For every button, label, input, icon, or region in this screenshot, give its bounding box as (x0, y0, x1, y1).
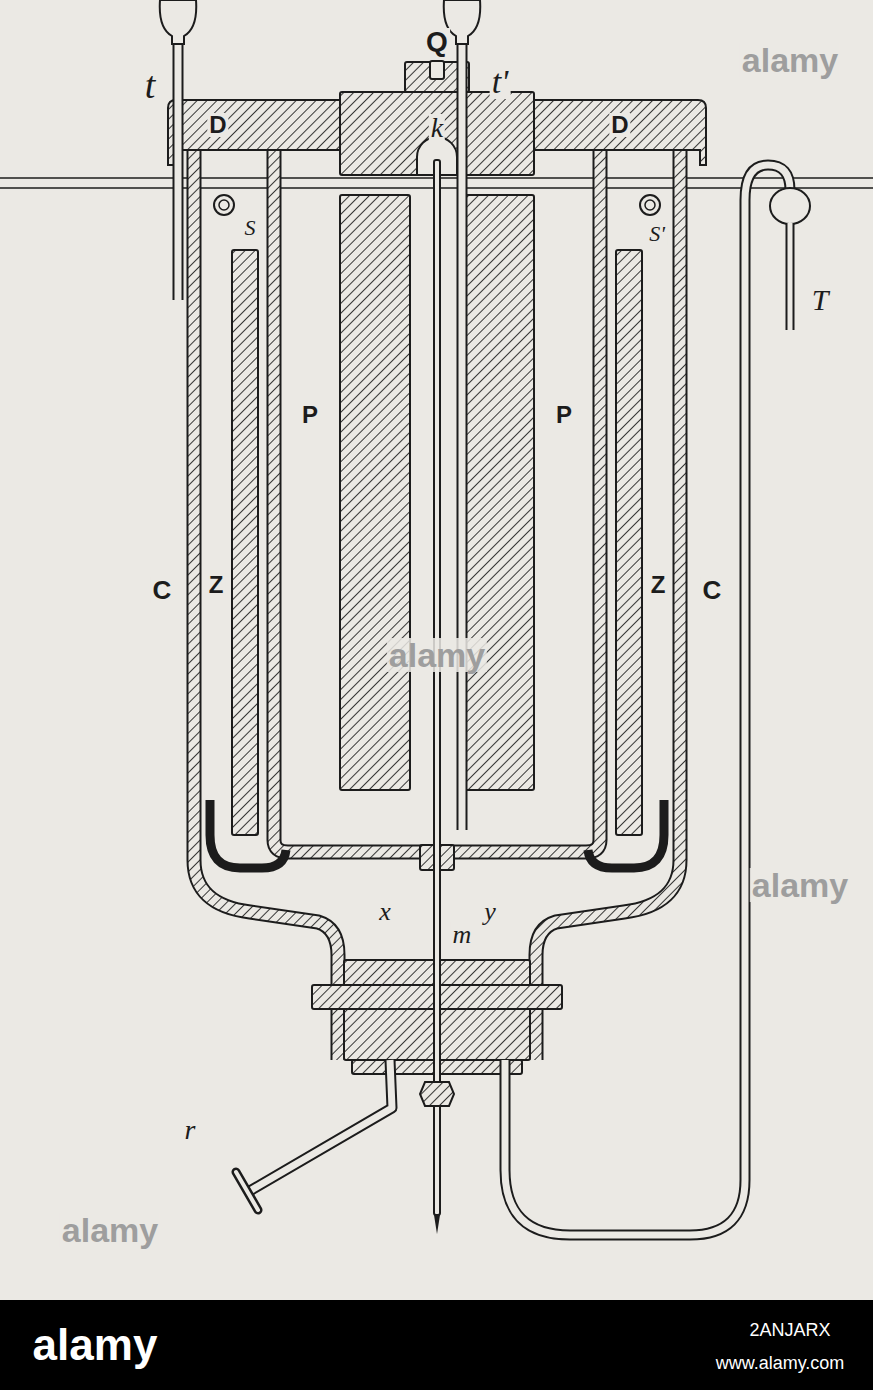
part-letter: k (429, 114, 445, 142)
part-letter: Q (424, 28, 450, 56)
watermark: alamy (750, 868, 850, 902)
zinc-plate (616, 250, 642, 835)
zinc-plate (232, 250, 258, 835)
ring-screw (640, 195, 660, 215)
funnel-top (160, 0, 197, 44)
stopcock-tube (248, 1060, 392, 1192)
rod-tip (434, 1215, 440, 1234)
stopcock-handle (236, 1172, 258, 1210)
part-letter: S (243, 217, 258, 239)
filling-tube (175, 40, 182, 300)
ring-screw (214, 195, 234, 215)
funnel-stem (786, 223, 795, 330)
vessel-wall (194, 130, 338, 1060)
stopcock-tube (248, 1060, 392, 1192)
part-letter: Z (207, 573, 226, 597)
part-letter: x (377, 899, 393, 925)
rod-nut (420, 1082, 454, 1106)
vessel-wall (536, 130, 680, 1060)
mercury-cup (210, 800, 286, 868)
filling-tube (173, 40, 184, 300)
terminal-slot (430, 61, 444, 79)
part-letter: t' (490, 65, 511, 99)
watermark: alamy (387, 638, 487, 672)
part-letter: C (701, 577, 724, 603)
part-letter: y (482, 899, 498, 925)
watermark: alamy (60, 1213, 160, 1247)
part-letter: r (183, 1116, 198, 1144)
side-tube (505, 165, 790, 1235)
mercury-cup (588, 800, 664, 868)
part-letter: D (207, 113, 228, 137)
watermark-logo: alamy (31, 1323, 160, 1367)
part-letter: D (609, 113, 630, 137)
part-letter: C (151, 577, 174, 603)
part-letter: P (300, 403, 320, 427)
side-tube (505, 165, 790, 1235)
stopcock-handle (236, 1172, 258, 1210)
part-letter: P (554, 403, 574, 427)
part-letter: t (143, 66, 158, 104)
vessel-wall (536, 130, 680, 1060)
part-letter: T (810, 285, 831, 315)
funnel-bulb (770, 188, 810, 224)
funnel-stem (788, 223, 793, 330)
part-letter: Z (649, 573, 668, 597)
ring-screw (645, 200, 655, 210)
watermark-url: www.alamy.com (714, 1354, 847, 1372)
watermark-banner (0, 1300, 873, 1390)
image-id: 2ANJARX (747, 1321, 832, 1339)
carbon-column (340, 195, 410, 790)
carbon-column (464, 195, 534, 790)
filling-tube (457, 40, 468, 830)
filling-tube (459, 40, 466, 830)
ring-screw (219, 200, 229, 210)
vessel-wall (194, 130, 338, 1060)
part-letter: m (451, 922, 474, 948)
part-letter: S' (647, 223, 667, 245)
watermark: alamy (740, 43, 840, 77)
central-rod (434, 160, 440, 1215)
